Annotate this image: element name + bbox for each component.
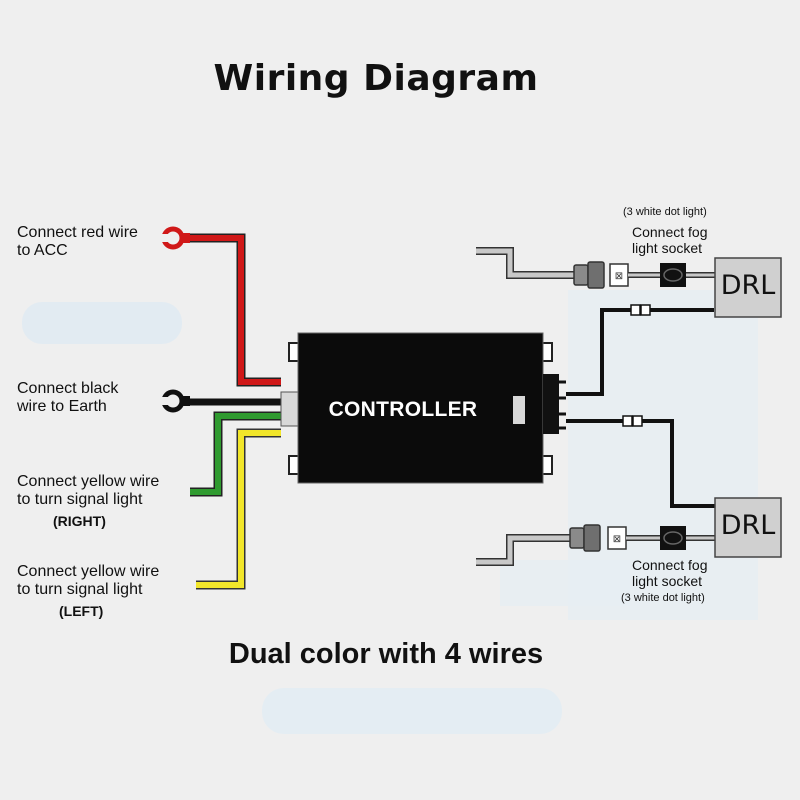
controller-label: CONTROLLER xyxy=(328,398,478,421)
diagram-subtitle: Dual color with 4 wires xyxy=(228,638,544,670)
drl-top-socket-line2: light socket xyxy=(632,240,703,256)
red-wire-label-line1: Connect red wire xyxy=(17,224,138,241)
inline-connector-icon xyxy=(630,304,651,316)
drl-bottom-wire-end xyxy=(642,419,716,508)
inline-connector-icon xyxy=(622,415,643,427)
black-wire-label-line2: wire to Earth xyxy=(17,398,107,415)
controller-box xyxy=(288,332,566,484)
red-wire-label-line2: to ACC xyxy=(17,242,68,259)
yellow-wire xyxy=(196,428,281,590)
black-wire-label-line1: Connect black xyxy=(17,380,119,397)
drl-top-box xyxy=(714,257,782,318)
red-wire xyxy=(185,233,281,387)
green-wire xyxy=(190,411,281,497)
diagram-title: Wiring Diagram xyxy=(213,58,539,99)
svg-text:⊠: ⊠ xyxy=(613,534,621,545)
drl-bottom-socket-line1: Connect fog xyxy=(632,557,708,573)
yellow-wire-label-line1: Connect yellow wire xyxy=(17,563,160,580)
green-wire-side: (RIGHT) xyxy=(53,513,106,529)
svg-text:⊠: ⊠ xyxy=(615,271,623,282)
fork-terminal-icon xyxy=(160,389,190,413)
drl-bottom-label: DRL xyxy=(720,510,776,541)
fog-socket-bottom: ⊠ xyxy=(476,524,716,566)
green-wire-label-line2: to turn signal light xyxy=(17,491,143,508)
drl-top-socket-line1: Connect fog xyxy=(632,224,708,240)
drl-bottom-socket-line2: light socket xyxy=(632,573,703,589)
green-wire-label-line1: Connect yellow wire xyxy=(17,473,160,490)
drl-top-note: (3 white dot light) xyxy=(623,206,707,218)
drl-bottom-note: (3 white dot light) xyxy=(621,592,705,604)
ring-terminal-icon xyxy=(160,226,190,250)
drl-top-wire xyxy=(566,308,632,396)
yellow-wire-label-line2: to turn signal light xyxy=(17,581,143,598)
fog-socket-top: ⊠ xyxy=(476,247,716,289)
drl-top-label: DRL xyxy=(720,270,776,301)
drl-bottom-box xyxy=(714,497,782,558)
yellow-wire-side: (LEFT) xyxy=(59,603,104,619)
